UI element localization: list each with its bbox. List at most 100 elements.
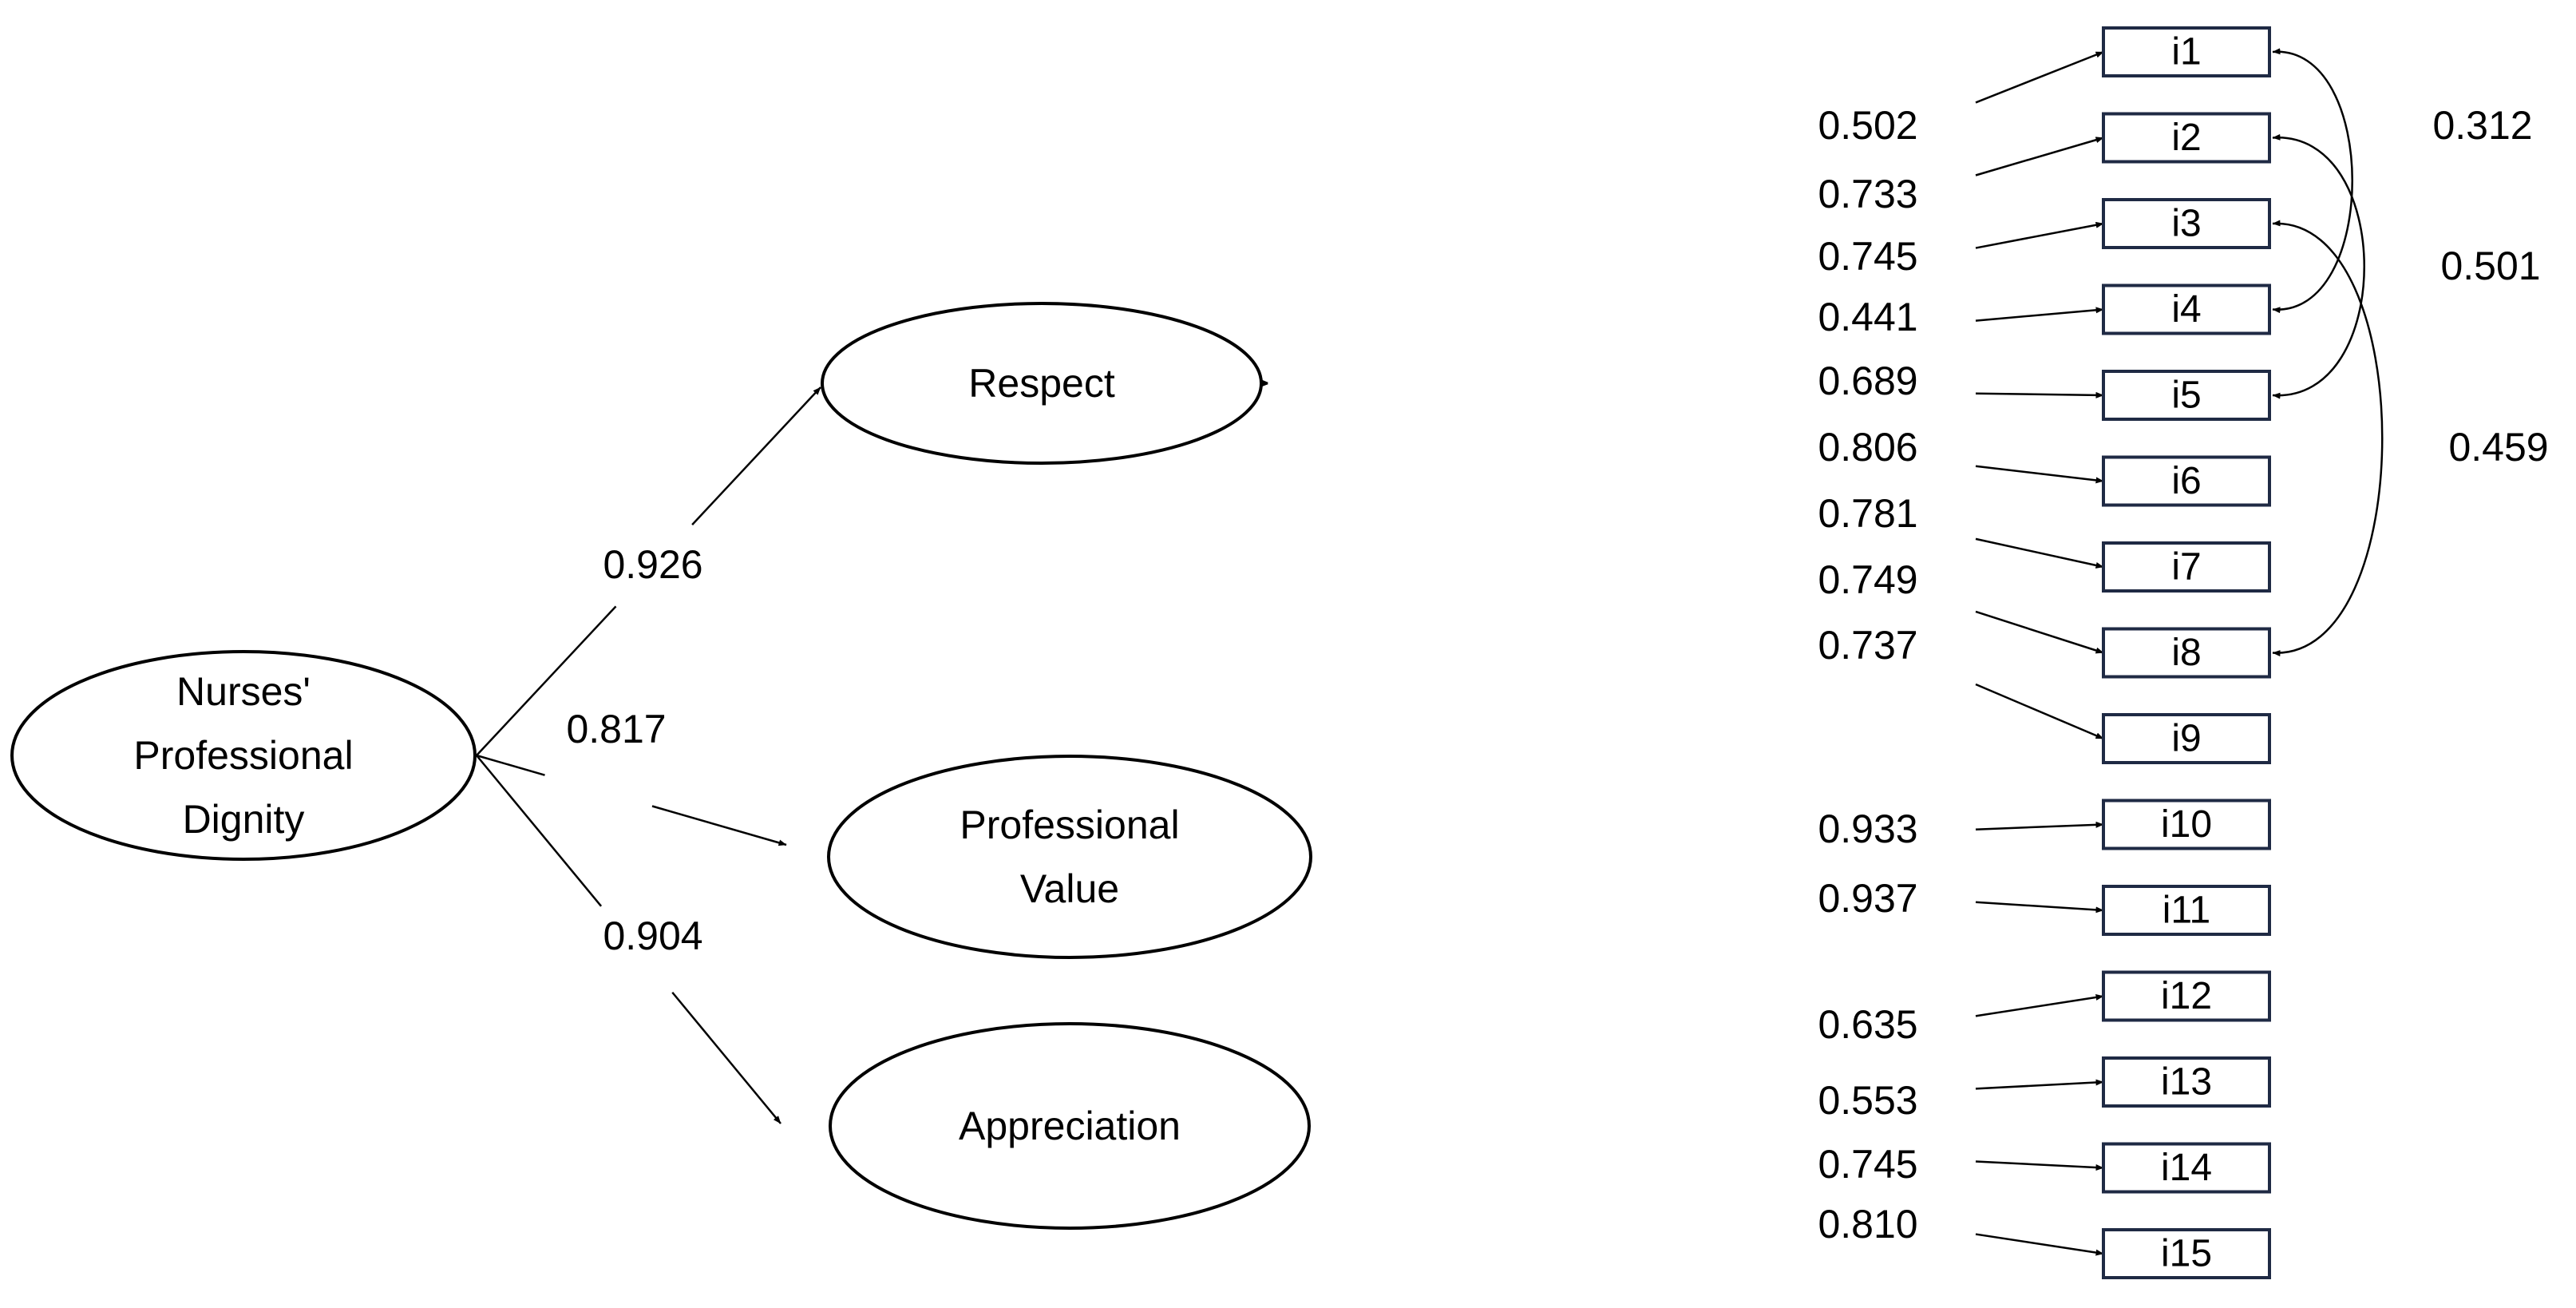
- loading-arrow-i3: [1975, 221, 2104, 249]
- indicator-label-i2: i2: [2171, 117, 2201, 159]
- loading-label-i14: 0.745: [1818, 1142, 1917, 1187]
- loading-label-i10: 0.933: [1818, 807, 1917, 851]
- loading-arrow-i13: [1975, 1079, 2104, 1090]
- respect-ellipse: [821, 302, 1263, 465]
- indicator-rect: [2102, 1228, 2271, 1279]
- covariance-arc-i3-i8: [2272, 220, 2384, 656]
- indicator-rect: [2102, 26, 2271, 77]
- indicator-box-i3: i3: [2102, 198, 2271, 249]
- covariance-arc-i1-i4: [2272, 48, 2353, 314]
- indicator-box-i2: i2: [2102, 112, 2271, 164]
- factor-label-professional-value: Professional: [960, 803, 1179, 847]
- loading-arrow-i1: [1975, 50, 2104, 104]
- indicator-label-i1: i1: [2171, 31, 2201, 73]
- indicator-rect: [2102, 970, 2271, 1022]
- paths-layer: [476, 48, 2384, 1256]
- indicator-label-i4: i4: [2171, 288, 2201, 331]
- indicator-rect: [2102, 1056, 2271, 1108]
- factor-label-respect: Respect: [968, 361, 1115, 406]
- root-label-line: Dignity: [183, 797, 305, 842]
- indicator-label-i7: i7: [2171, 546, 2201, 589]
- path-line-root-respect: [476, 605, 617, 756]
- indicator-rect: [2102, 112, 2271, 164]
- indicator-box-i7: i7: [2102, 541, 2271, 593]
- path-arrow-root-professional-value: [651, 805, 787, 846]
- indicator-rect: [2102, 283, 2271, 335]
- professional-value-ellipse: [827, 755, 1312, 959]
- latent-node-respect: Respect: [821, 302, 1263, 465]
- loading-arrow-i2: [1975, 137, 2104, 176]
- loading-arrow-i6: [1975, 465, 2104, 484]
- loading-arrow-i5: [1975, 391, 2104, 398]
- loading-arrow-i11: [1975, 901, 2104, 914]
- nodes-layer: Nurses'ProfessionalDignityRespectProfess…: [10, 26, 2271, 1279]
- loading-label-respect: 0.926: [603, 542, 702, 587]
- loading-arrow-i12: [1975, 994, 2104, 1017]
- indicator-rect: [2102, 799, 2271, 850]
- loading-label-i3: 0.745: [1818, 234, 1917, 279]
- appreciation-ellipse: [829, 1022, 1311, 1230]
- indicator-rect: [2102, 1142, 2271, 1194]
- indicator-box-i6: i6: [2102, 455, 2271, 507]
- indicator-label-i13: i13: [2161, 1061, 2212, 1104]
- covariance-label-i1-i4: 0.312: [2432, 103, 2532, 148]
- loading-arrow-i14: [1975, 1160, 2104, 1171]
- indicator-label-i5: i5: [2171, 375, 2201, 417]
- covariance-label-i2-i5: 0.501: [2440, 244, 2540, 288]
- loading-label-i7: 0.781: [1818, 491, 1917, 536]
- loadings-layer: 0.9260.8170.9040.5020.7330.7450.4410.689…: [566, 103, 2548, 1247]
- indicator-box-i8: i8: [2102, 627, 2271, 679]
- indicator-label-i10: i10: [2161, 803, 2212, 846]
- indicator-rect: [2102, 455, 2271, 507]
- indicator-rect: [2102, 370, 2271, 421]
- indicator-label-i12: i12: [2161, 975, 2212, 1017]
- indicator-box-i10: i10: [2102, 799, 2271, 850]
- indicator-box-i12: i12: [2102, 970, 2271, 1022]
- indicator-label-i8: i8: [2171, 632, 2201, 674]
- latent-node-appreciation: Appreciation: [829, 1022, 1311, 1230]
- loading-label-i5: 0.689: [1818, 359, 1917, 403]
- indicator-box-i15: i15: [2102, 1228, 2271, 1279]
- indicator-label-i11: i11: [2162, 890, 2211, 932]
- root-label-line: Nurses': [176, 669, 311, 714]
- indicator-box-i1: i1: [2102, 26, 2271, 77]
- indicator-rect: [2102, 627, 2271, 679]
- indicator-rect: [2102, 885, 2271, 936]
- covariance-arc-i2-i5: [2272, 133, 2365, 399]
- loading-label-i1: 0.502: [1818, 103, 1917, 148]
- loading-label-i12: 0.635: [1818, 1002, 1917, 1047]
- factor-label-appreciation: Appreciation: [959, 1104, 1181, 1148]
- indicator-box-i11: i11: [2102, 885, 2271, 936]
- loading-label-i4: 0.441: [1818, 295, 1917, 339]
- indicator-box-i13: i13: [2102, 1056, 2271, 1108]
- indicator-box-i4: i4: [2102, 283, 2271, 335]
- loading-label-i6: 0.806: [1818, 425, 1917, 470]
- indicator-box-i5: i5: [2102, 370, 2271, 421]
- indicator-label-i15: i15: [2161, 1233, 2212, 1275]
- loading-arrow-i8: [1975, 610, 2104, 654]
- loading-arrow-i15: [1975, 1233, 2104, 1256]
- indicator-label-i3: i3: [2171, 203, 2201, 245]
- loading-label-i9: 0.737: [1818, 623, 1917, 668]
- path-arrow-root-respect: [691, 386, 821, 525]
- path-arrow-root-appreciation: [671, 991, 782, 1124]
- indicator-box-i9: i9: [2102, 713, 2271, 764]
- loading-label-i11: 0.937: [1818, 876, 1917, 921]
- loading-arrow-i7: [1975, 537, 2104, 569]
- indicator-rect: [2102, 198, 2271, 249]
- indicator-label-i6: i6: [2171, 460, 2201, 502]
- root-label-line: Professional: [133, 733, 353, 778]
- indicator-label-i9: i9: [2171, 718, 2201, 760]
- loading-label-i15: 0.810: [1818, 1202, 1917, 1247]
- indicator-rect: [2102, 713, 2271, 764]
- indicator-rect: [2102, 541, 2271, 593]
- loading-arrow-i4: [1975, 307, 2104, 322]
- root-ellipse: [10, 650, 477, 861]
- factor-label-professional-value: Value: [1020, 866, 1119, 911]
- loading-label-i8: 0.749: [1818, 557, 1917, 602]
- loading-arrow-i9: [1975, 683, 2104, 740]
- path-line-root-professional-value: [476, 754, 545, 776]
